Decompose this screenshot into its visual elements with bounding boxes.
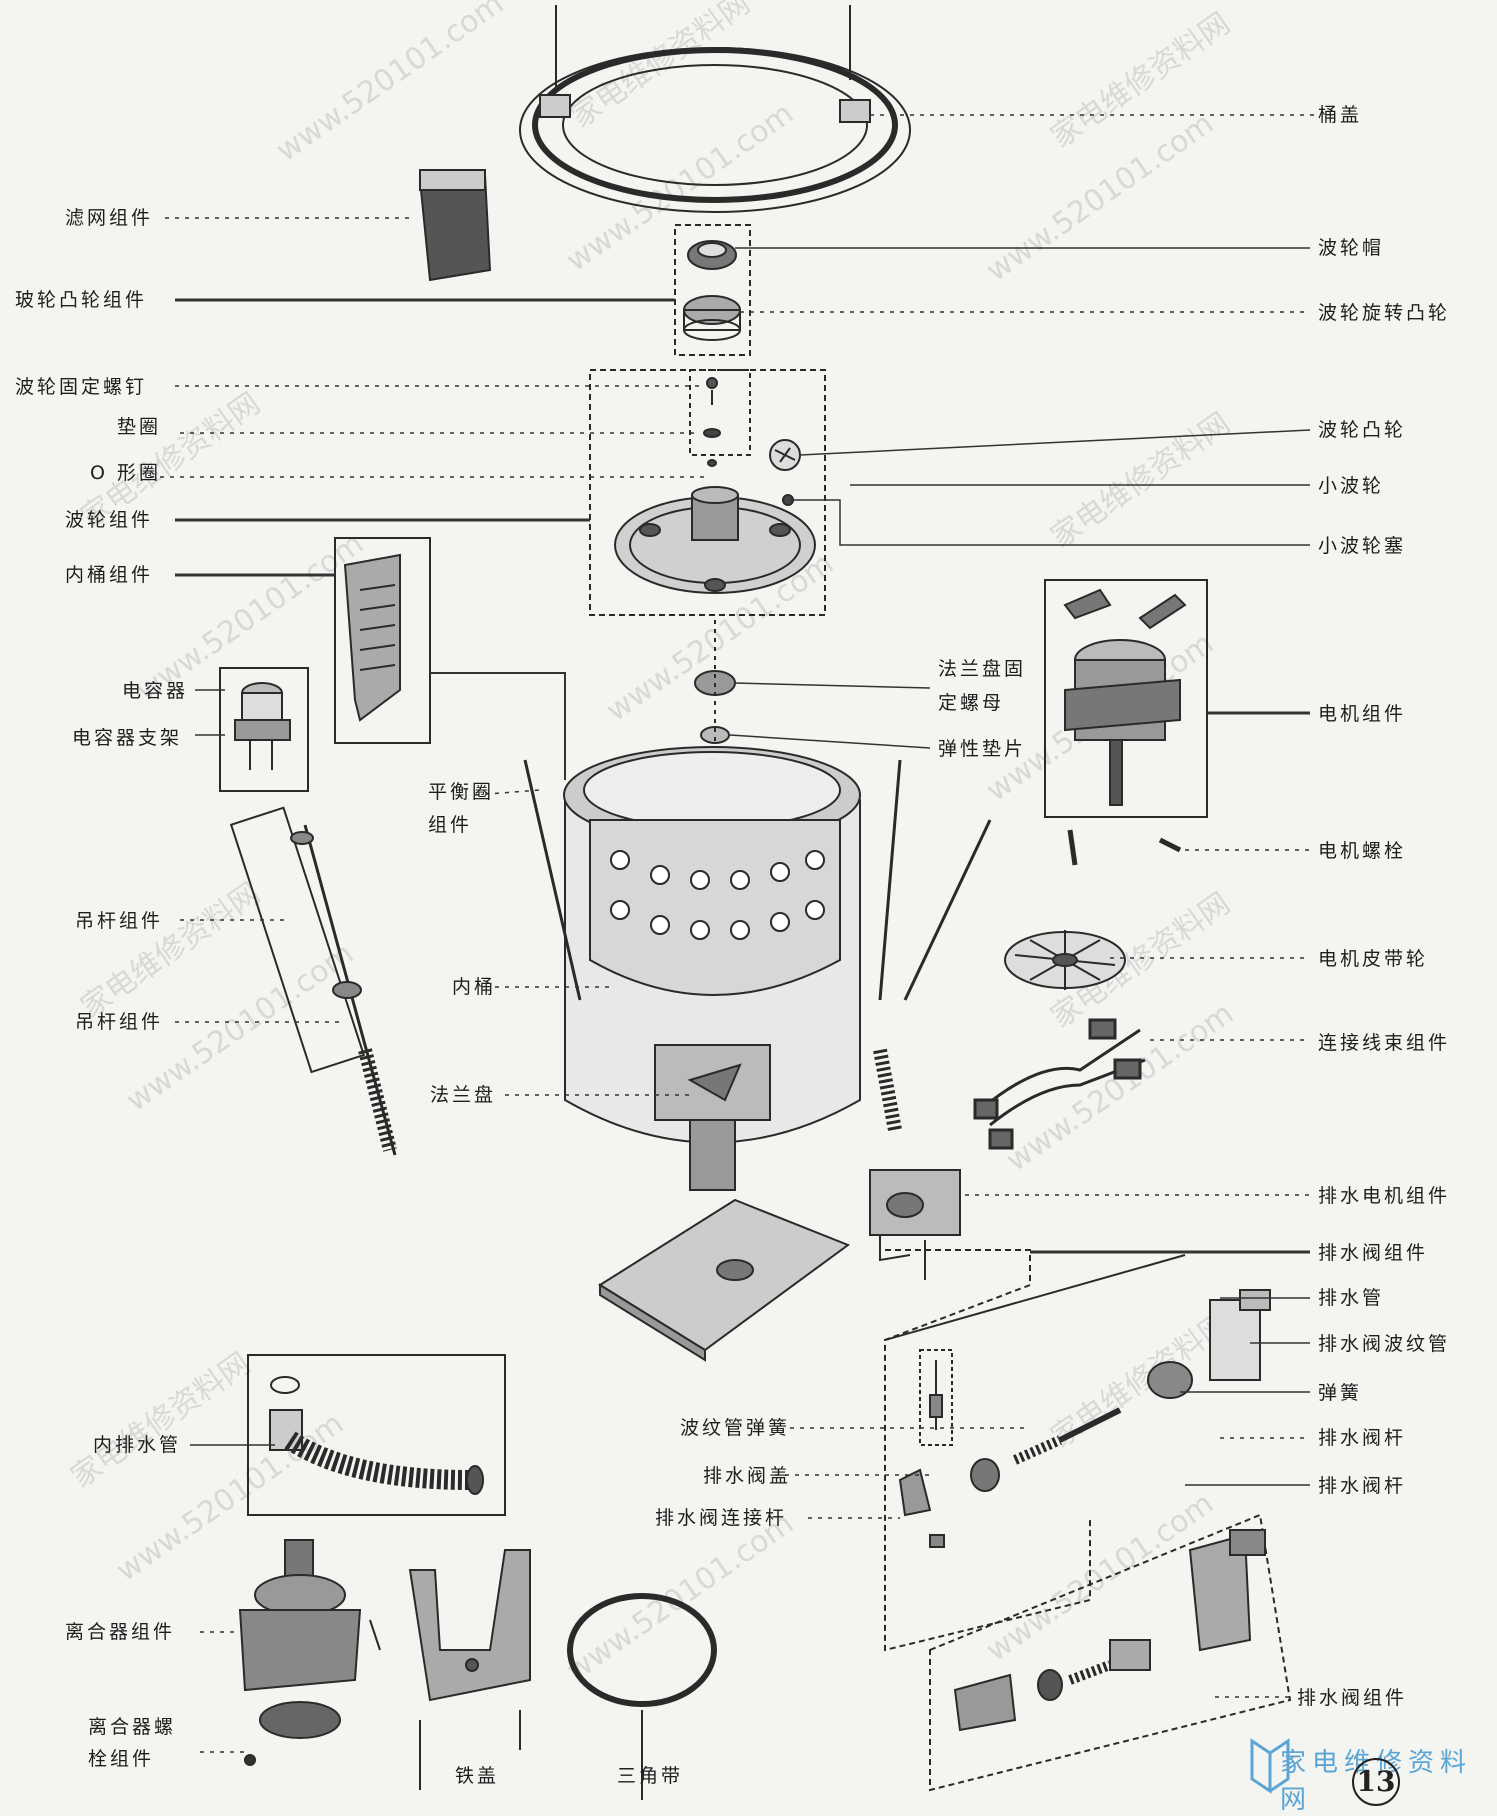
label-washer: 垫圈 bbox=[117, 416, 162, 438]
label-pulsator-component: 波轮组件 bbox=[65, 509, 154, 531]
page-number: 13 bbox=[1352, 1758, 1400, 1806]
label-filter: 滤网组件 bbox=[65, 207, 154, 229]
label-clutch-assembly: 离合器组件 bbox=[65, 1621, 176, 1643]
label-small-pulsator: 小波轮 bbox=[1318, 475, 1385, 497]
small-pulsator bbox=[769, 439, 801, 471]
inner-tub-component bbox=[343, 553, 401, 722]
label-drain-valve-bellows: 排水阀波纹管 bbox=[1318, 1333, 1451, 1355]
outer-tub bbox=[563, 746, 861, 1191]
motor bbox=[1063, 588, 1187, 806]
label-elastic-washer: 弹性垫片 bbox=[938, 738, 1027, 760]
label-inner-tub: 内桶 bbox=[452, 976, 497, 998]
filter bbox=[418, 169, 492, 282]
site-logo bbox=[1250, 1738, 1290, 1794]
label-balance-ring-1: 平衡圈 bbox=[428, 781, 495, 803]
label-drain-valve-component-1: 排水阀组件 bbox=[1318, 1242, 1429, 1264]
label-pulsator-fixing-screw: 波轮固定螺钉 bbox=[15, 376, 148, 398]
clutch-assembly bbox=[238, 1539, 381, 1766]
label-o-ring: O 形圈 bbox=[90, 462, 161, 484]
pulsator bbox=[614, 486, 816, 594]
label-v-belt: 三角带 bbox=[617, 1765, 684, 1787]
capacitor bbox=[234, 682, 291, 770]
site-logo-text: 家电维修资料网 bbox=[1280, 1748, 1473, 1815]
label-drain-valve-component-2: 排水阀组件 bbox=[1297, 1687, 1408, 1709]
suspension-rods bbox=[523, 759, 992, 1132]
label-clutch-bolt-1: 离合器螺 bbox=[88, 1716, 177, 1738]
label-hanging-rod-1: 吊杆组件 bbox=[75, 910, 164, 932]
label-drain-valve-connecting-rod: 排水阀连接杆 bbox=[655, 1507, 788, 1529]
label-inner-tub-component: 内桶组件 bbox=[65, 564, 154, 586]
label-pulsator-cap: 波轮帽 bbox=[1318, 237, 1385, 259]
label-tub-lid: 桶盖 bbox=[1318, 104, 1363, 126]
pulsator-cap bbox=[687, 240, 737, 270]
label-balance-ring-2: 组件 bbox=[428, 814, 473, 836]
label-wire-harness: 连接线束组件 bbox=[1318, 1032, 1451, 1054]
drain-valve-parts bbox=[898, 1289, 1271, 1732]
label-pulsator-cam: 波轮凸轮 bbox=[1318, 419, 1407, 441]
pulsator-rotating-cam bbox=[683, 295, 741, 341]
base-plate bbox=[598, 1198, 851, 1362]
label-flange-nut-1: 法兰盘固 bbox=[938, 658, 1027, 680]
iron-cover bbox=[408, 1549, 531, 1790]
label-capacitor: 电容器 bbox=[122, 680, 189, 702]
v-belt bbox=[567, 1593, 717, 1800]
inner-drain-hose bbox=[269, 1376, 484, 1495]
label-motor-bolt: 电机螺栓 bbox=[1318, 840, 1407, 862]
label-inner-drain-hose: 内排水管 bbox=[93, 1434, 182, 1456]
label-hanging-rod-2: 吊杆组件 bbox=[75, 1011, 164, 1033]
label-iron-cover: 铁盖 bbox=[455, 1765, 500, 1787]
wire-harness bbox=[973, 1018, 1146, 1150]
label-motor-pulley: 电机皮带轮 bbox=[1318, 948, 1429, 970]
label-bellows-spring: 波纹管弹簧 bbox=[680, 1417, 791, 1439]
label-spring: 弹簧 bbox=[1318, 1382, 1363, 1404]
tub-lid bbox=[519, 5, 911, 213]
label-flange-nut-2: 定螺母 bbox=[938, 692, 1005, 714]
label-small-pulsator-plug: 小波轮塞 bbox=[1318, 535, 1407, 557]
label-drain-motor: 排水电机组件 bbox=[1318, 1185, 1451, 1207]
label-drain-valve-rod-2: 排水阀杆 bbox=[1318, 1475, 1407, 1497]
label-pulsator-cam-component: 玻轮凸轮组件 bbox=[15, 289, 148, 311]
motor-pulley bbox=[1004, 930, 1126, 990]
label-drain-valve-rod-1: 排水阀杆 bbox=[1318, 1427, 1407, 1449]
label-pulsator-rotating-cam: 波轮旋转凸轮 bbox=[1318, 302, 1451, 324]
label-drain-pipe: 排水管 bbox=[1318, 1287, 1385, 1309]
label-capacitor-bracket: 电容器支架 bbox=[72, 727, 183, 749]
label-drain-valve-cover: 排水阀盖 bbox=[703, 1465, 792, 1487]
drain-motor bbox=[869, 1169, 961, 1280]
label-clutch-bolt-2: 栓组件 bbox=[88, 1748, 155, 1770]
label-motor-component: 电机组件 bbox=[1318, 703, 1407, 725]
label-flange: 法兰盘 bbox=[430, 1084, 497, 1106]
hanging-rod-left bbox=[290, 824, 397, 1156]
